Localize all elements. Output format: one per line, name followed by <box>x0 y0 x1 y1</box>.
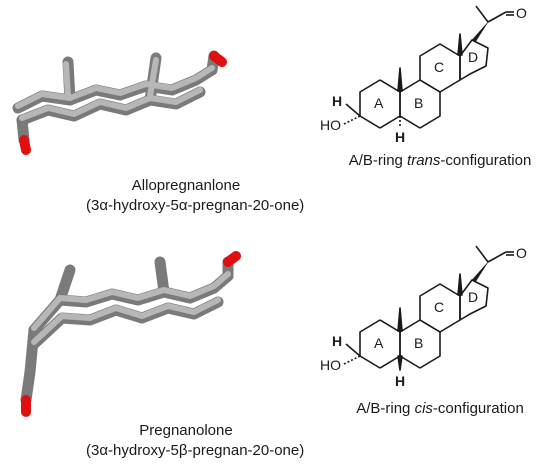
pregnanolone-iupac: (3α-hydroxy-5β-pregnan-20-one) <box>86 442 305 459</box>
config-italic: cis <box>414 400 433 417</box>
atom-H5-top: H <box>395 129 405 145</box>
pregnanolone-name: Pregnanolone <box>139 422 233 439</box>
ring-label-C-bottom: C <box>434 299 444 315</box>
atom-HO-top: HO <box>320 117 341 133</box>
allopregnanolone-2d-structure: O A B C D H HO H <box>320 5 527 145</box>
pregnanolone-2d-structure: O A B C D H HO H <box>320 245 527 389</box>
atom-H5-bottom: H <box>395 373 405 389</box>
pregnanolone-caption: Pregnanolone (3α-hydroxy-5β-pregnan-20-o… <box>86 421 305 461</box>
atom-H3-bottom: H <box>332 333 342 349</box>
ring-label-A-top: A <box>374 95 384 111</box>
allopregnanolone-iupac: (3α-hydroxy-5α-pregnan-20-one) <box>86 197 305 214</box>
pregnanolone-3d-model <box>20 251 241 417</box>
atom-O-bottom: O <box>516 245 527 261</box>
config-italic: trans <box>407 152 441 169</box>
allopregnanolone-caption: Allopregnanlone (3α-hydroxy-5α-pregnan-2… <box>86 176 305 216</box>
ring-label-A-bottom: A <box>374 335 384 351</box>
ring-label-D-bottom: D <box>468 289 478 305</box>
atom-HO-bottom: HO <box>320 357 341 373</box>
ring-label-C-top: C <box>434 59 444 75</box>
allopregnanolone-name: Allopregnanlone <box>131 177 241 194</box>
config-suffix: -configuration <box>432 400 524 417</box>
atom-O-top: O <box>516 5 527 21</box>
config-suffix: -configuration <box>440 152 532 169</box>
cis-configuration-label: A/B-ring cis-configuration <box>340 400 540 417</box>
config-prefix: A/B-ring <box>356 400 415 417</box>
config-prefix: A/B-ring <box>348 152 408 169</box>
ring-label-D-top: D <box>468 49 478 65</box>
ring-label-B-bottom: B <box>414 335 423 351</box>
ring-label-B-top: B <box>414 95 423 111</box>
trans-configuration-label: A/B-ring trans-configuration <box>340 152 540 169</box>
allopregnanolone-3d-model <box>12 50 227 155</box>
atom-H3-top: H <box>332 93 342 109</box>
